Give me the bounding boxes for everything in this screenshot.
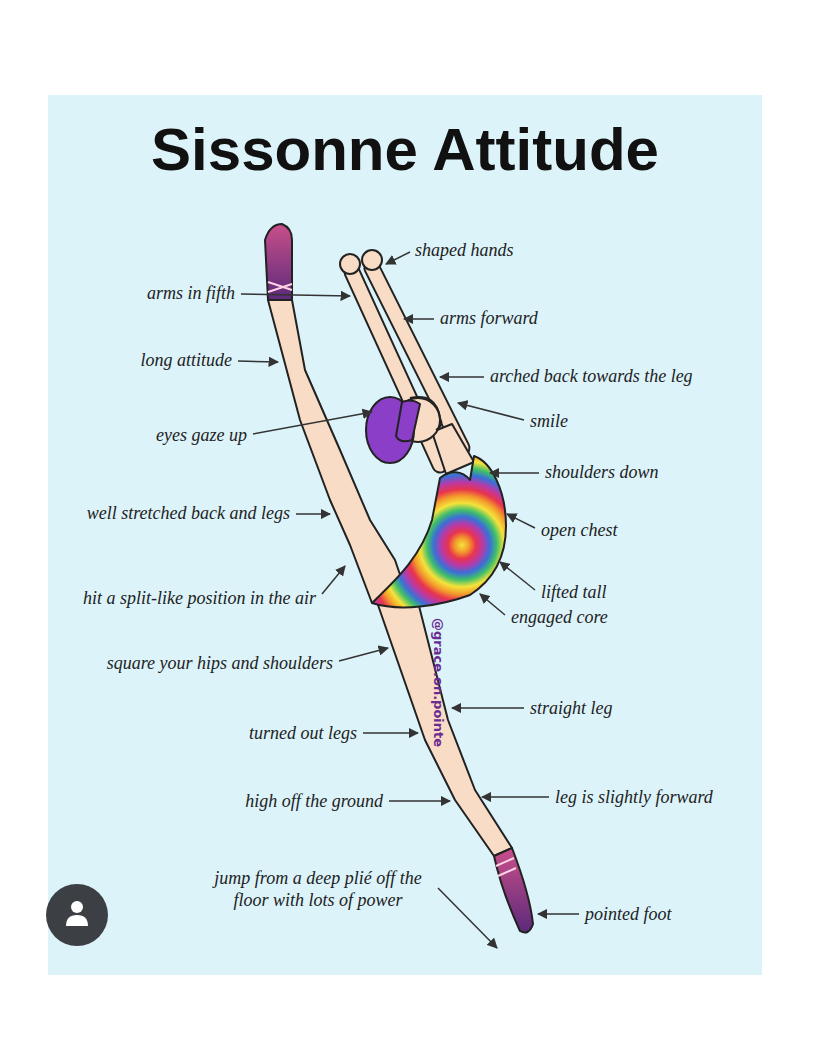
background-panel <box>48 95 762 975</box>
annotation-label: long attitude <box>141 349 233 371</box>
annotation-label: square your hips and shoulders <box>107 652 333 674</box>
annotation-label: open chest <box>541 519 617 541</box>
pointe-shoe <box>494 848 533 932</box>
leader-line <box>241 294 350 296</box>
diagram-title: Sissonne Attitude <box>48 112 762 188</box>
watermark: @grace.on.pointe <box>430 618 446 747</box>
head <box>396 398 440 442</box>
annotation-label: high off the ground <box>245 790 383 812</box>
annotation-label: lifted tall <box>541 581 607 603</box>
annotation-label: shoulders down <box>545 461 659 483</box>
leader-line <box>480 594 505 615</box>
leader-line <box>440 376 484 378</box>
leader-line <box>452 707 524 709</box>
annotation-label: arms forward <box>440 307 538 329</box>
leotard <box>372 456 506 607</box>
leader-line <box>322 566 345 594</box>
supporting-leg <box>378 602 512 856</box>
leader-line <box>538 913 579 915</box>
user-icon-circle <box>46 884 108 946</box>
hand <box>362 250 382 270</box>
user-icon-head <box>71 901 83 913</box>
leader-line <box>386 252 410 264</box>
annotation-label: pointed foot <box>585 903 672 925</box>
shoe-ribbon <box>496 858 516 876</box>
user-icon <box>46 884 108 946</box>
annotation-label: straight leg <box>530 697 613 719</box>
annotation-label: jump from a deep plié off the floor with… <box>202 867 434 911</box>
hand <box>340 254 360 274</box>
user-icon-body <box>66 915 88 926</box>
leader-line <box>296 513 330 515</box>
leader-line <box>438 888 497 948</box>
neck <box>432 424 474 474</box>
leader-line <box>339 648 388 661</box>
annotation-label: eyes gaze up <box>156 424 247 446</box>
leader-line <box>490 472 539 474</box>
annotation-label: engaged core <box>511 606 608 628</box>
leader-line <box>363 732 418 734</box>
annotation-label: smile <box>530 410 568 432</box>
leader-line <box>507 514 535 528</box>
leader-line <box>458 403 524 420</box>
pointe-shoe <box>265 224 292 300</box>
annotation-label: arched back towards the leg <box>490 365 693 387</box>
annotation-label: arms in fifth <box>147 282 235 304</box>
annotation-label: hit a split-like position in the air <box>83 587 316 609</box>
annotation-label: well stretched back and legs <box>87 502 290 524</box>
leader-line <box>238 361 278 362</box>
leader-line <box>500 562 535 590</box>
annotation-label: turned out legs <box>249 722 357 744</box>
leader-line <box>482 796 549 798</box>
hair <box>396 400 420 441</box>
leader-line <box>389 800 450 802</box>
annotation-label: leg is slightly forward <box>555 786 713 808</box>
annotation-label: shaped hands <box>415 239 514 261</box>
dancer-figure <box>265 224 533 932</box>
leader-line <box>253 412 372 434</box>
shoe-ribbon <box>268 282 292 292</box>
leader-line <box>404 318 434 320</box>
